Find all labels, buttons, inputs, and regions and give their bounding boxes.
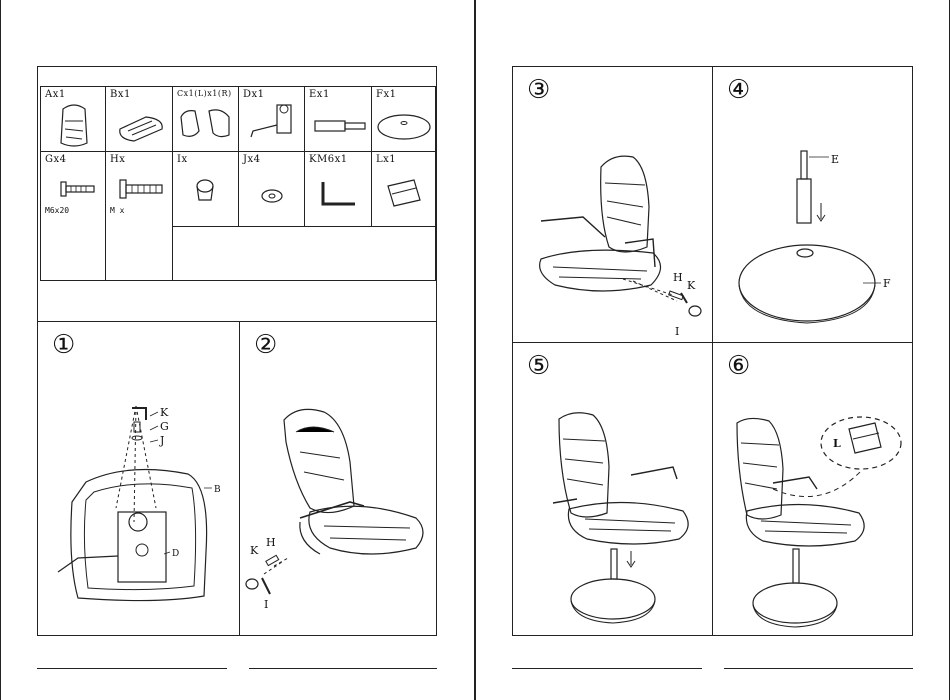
step-4-callout-e: E — [831, 153, 839, 166]
step-5-panel: ⑤ — [512, 342, 713, 636]
parts-empty-cell — [172, 226, 436, 281]
right-footer-rule-1 — [512, 668, 702, 669]
part-f-cell: Fx1 — [371, 86, 436, 152]
step-3-callout-k: K — [687, 279, 696, 292]
step-2-panel: ② K H I — [239, 321, 437, 636]
step-2-callout-h: H — [266, 536, 276, 549]
parts-list: Ax1 Bx1 Cx1(L)x1(R) Dx1 — [37, 66, 437, 322]
step-6-illustration: L — [713, 343, 914, 637]
pillow-icon — [372, 152, 437, 228]
right-page: ③ H K I ④ E F — [476, 0, 950, 700]
part-d-cell: Dx1 — [238, 86, 305, 152]
part-h-cell: Hx M x — [105, 151, 173, 281]
allen-key-icon — [305, 152, 373, 228]
step-1-callout-b: B — [214, 485, 221, 495]
base-disc-icon — [372, 87, 437, 153]
step-6-callout-l: L — [833, 437, 841, 450]
part-c-cell: Cx1(L)x1(R) — [172, 86, 239, 152]
step-2-callout-k: K — [250, 544, 259, 557]
step-1-callout-d: D — [172, 549, 179, 559]
bolt-h-icon — [106, 152, 174, 282]
mechanism-plate-icon — [239, 87, 306, 153]
washer-icon — [239, 152, 306, 228]
step-2-callout-i: I — [264, 598, 268, 611]
step-3-callout-h: H — [673, 271, 683, 284]
step-3-callout-i: I — [675, 325, 679, 338]
step-1-callout-k: K — [160, 406, 169, 419]
part-j-cell: Jx4 — [238, 151, 305, 227]
part-l-cell: Lx1 — [371, 151, 436, 227]
gas-cylinder-icon — [305, 87, 373, 153]
step-6-panel: ⑥ L — [712, 342, 913, 636]
part-b-cell: Bx1 — [105, 86, 173, 152]
left-footer-rule-1 — [37, 668, 227, 669]
part-k-cell: KM6x1 — [304, 151, 372, 227]
step-1-callout-j: J — [159, 434, 164, 447]
backrest-icon — [41, 87, 107, 153]
seat-icon — [106, 87, 174, 153]
step-3-illustration: H K I — [513, 67, 714, 344]
part-g-cell: Gx4 M6x20 — [40, 151, 106, 281]
left-footer-rule-2 — [249, 668, 437, 669]
step-2-illustration: K H I — [240, 322, 438, 637]
step-1-callout-g: G — [160, 420, 169, 433]
step-5-illustration — [513, 343, 714, 637]
step-4-panel: ④ E F — [712, 66, 913, 343]
step-3-panel: ③ H K I — [512, 66, 713, 343]
part-e-cell: Ex1 — [304, 86, 372, 152]
part-i-cell: Ix — [172, 151, 239, 227]
bolt-g-icon — [41, 152, 107, 282]
part-a-cell: Ax1 — [40, 86, 106, 152]
cap-icon — [173, 152, 240, 228]
armrests-icon — [173, 87, 240, 153]
step-4-callout-f: F — [883, 277, 891, 290]
step-4-illustration: E F — [713, 67, 914, 344]
step-1-panel: ① K G J B D — [37, 321, 240, 636]
right-footer-rule-2 — [724, 668, 913, 669]
left-page: Ax1 Bx1 Cx1(L)x1(R) Dx1 — [0, 0, 474, 700]
step-1-illustration: K G J B D — [38, 322, 241, 637]
